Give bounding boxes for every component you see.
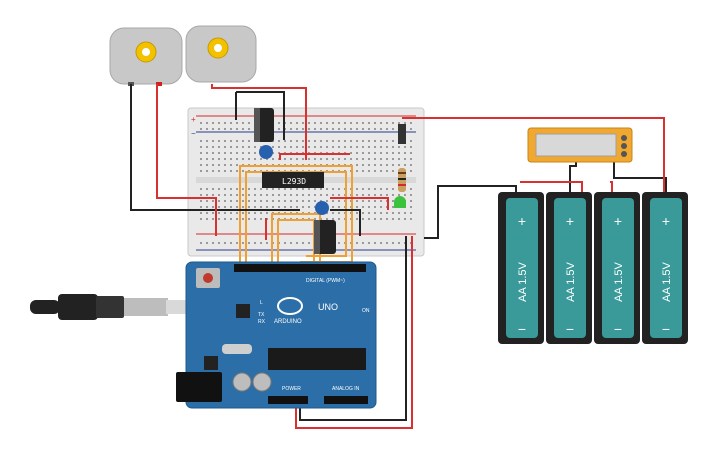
l293d-label: L293D <box>282 177 306 186</box>
power-header-label: POWER <box>282 386 301 392</box>
battery-3[interactable]: + AA 1.5V − <box>594 192 640 344</box>
battery-3-plus: + <box>614 213 622 229</box>
dc-motor-1[interactable] <box>109 27 183 86</box>
digital-header-label: DIGITAL (PWM~) <box>306 278 345 284</box>
arduino-uno[interactable]: UNO ARDUINO DIGITAL (PWM~) POWER ANALOG … <box>176 261 377 409</box>
pushbutton[interactable] <box>398 124 406 144</box>
battery-4-minus: − <box>662 321 670 337</box>
battery-pack[interactable]: + AA 1.5V − + AA 1.5V − + AA 1.5V − + AA… <box>498 192 688 344</box>
battery-1-label: AA 1.5V <box>517 261 529 301</box>
battery-2-label: AA 1.5V <box>565 261 577 301</box>
rx-led-label: RX <box>258 319 266 325</box>
battery-2-plus: + <box>566 213 574 229</box>
battery-3-label: AA 1.5V <box>613 261 625 301</box>
breadboard-plus-label: + <box>191 115 196 124</box>
analog-header-label: ANALOG IN <box>332 386 360 392</box>
tx-led-label: TX <box>258 312 265 318</box>
dc-motor-2[interactable] <box>185 25 257 83</box>
battery-3-minus: − <box>614 321 622 337</box>
battery-4-plus: + <box>662 213 670 229</box>
battery-4[interactable]: + AA 1.5V − <box>642 192 688 344</box>
on-led-label: ON <box>362 308 370 314</box>
battery-1[interactable]: + AA 1.5V − <box>498 192 544 344</box>
breadboard-minus-label: − <box>191 129 196 138</box>
arduino-brand-label: ARDUINO <box>274 319 302 325</box>
capacitor-electrolytic-2[interactable] <box>314 220 336 254</box>
capacitor-ceramic-1[interactable] <box>259 145 273 159</box>
led-green[interactable] <box>394 196 406 208</box>
battery-1-minus: − <box>518 321 526 337</box>
multimeter[interactable] <box>527 127 633 163</box>
capacitor-ceramic-2[interactable] <box>315 201 329 215</box>
usb-cable[interactable] <box>30 294 194 320</box>
battery-2-minus: − <box>566 321 574 337</box>
resistor[interactable] <box>398 168 406 192</box>
l293d-chip[interactable]: L293D <box>262 172 324 188</box>
battery-4-label: AA 1.5V <box>661 261 673 301</box>
battery-2[interactable]: + AA 1.5V − <box>546 192 592 344</box>
battery-1-plus: + <box>518 213 526 229</box>
capacitor-electrolytic-1[interactable] <box>254 108 274 142</box>
red-wires[interactable] <box>156 84 665 429</box>
l-led-label: L <box>260 300 263 306</box>
black-wires[interactable] <box>130 84 667 421</box>
arduino-model-label: UNO <box>318 302 338 312</box>
